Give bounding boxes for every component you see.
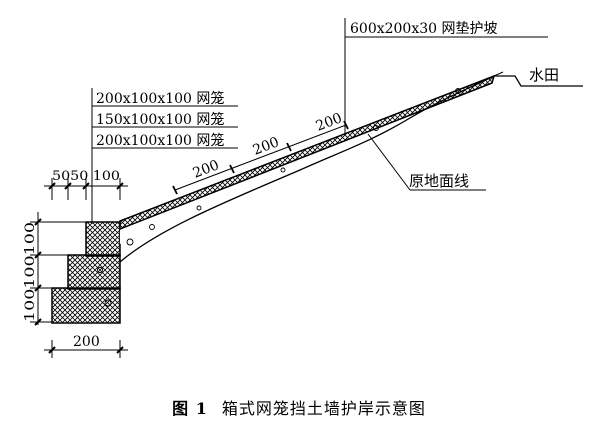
figure-caption: 图 1 箱式网笼挡土墙护岸示意图 [0, 395, 598, 419]
dim-top-marks [48, 182, 124, 190]
ground-leader [367, 133, 411, 191]
cage-label-1: 200x100x100 网笼 [96, 90, 224, 107]
dim-top-ticks [51, 178, 121, 200]
slope-dim-line [174, 124, 347, 191]
ground-line-label: 原地面线 [409, 172, 469, 190]
cage-label-2: 150x100x100 网笼 [96, 111, 224, 128]
dim-left-label: 100100100 [23, 222, 38, 322]
paddy-ground-line [494, 75, 583, 87]
dim-top-label: 5050 100 [52, 169, 120, 184]
paddy-leader [493, 71, 504, 77]
gabion-box-middle [67, 254, 121, 290]
dim-bottom-marks [48, 346, 124, 354]
figure-number: 图 1 [172, 399, 208, 418]
gabion-box-top [85, 221, 121, 257]
dim-bottom-label: 200 [73, 334, 100, 350]
figure-title: 箱式网笼挡土墙护岸示意图 [221, 399, 426, 418]
mattress-slope [119, 74, 496, 231]
dim-left-marks [34, 218, 42, 326]
paddy-label: 水田 [529, 66, 559, 84]
slope-dim-marks [172, 120, 349, 195]
cage-label-3: 200x100x100 网笼 [96, 132, 224, 149]
top-spec-label: 600x200x30 网垫护坡 [350, 21, 498, 37]
